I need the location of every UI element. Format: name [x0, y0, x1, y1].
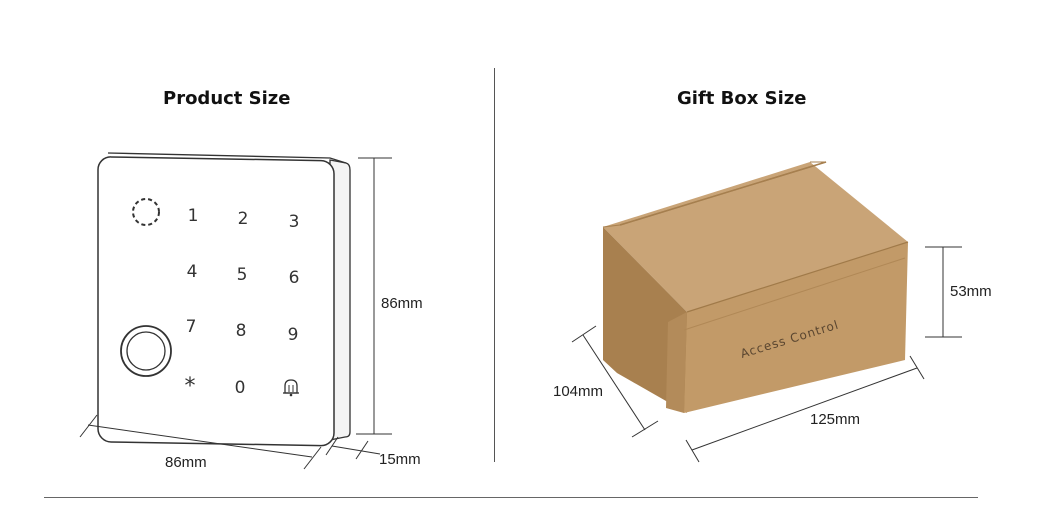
key-2[interactable]: 2 — [238, 209, 249, 229]
keypad-width-label: 86mm — [165, 454, 207, 471]
box-length-label: 125mm — [810, 411, 860, 428]
keypad-dimension-lines — [79, 157, 392, 470]
rfid-icon — [132, 198, 160, 226]
key-1[interactable]: 1 — [188, 206, 199, 226]
key-3[interactable]: 3 — [289, 212, 300, 232]
keypad-device: 1 2 3 4 5 6 7 8 9 * 0 — [97, 152, 351, 447]
fingerprint-sensor-icon — [120, 325, 172, 377]
box-depth-label: 104mm — [553, 383, 603, 400]
doorbell-key-icon[interactable] — [283, 379, 299, 397]
gift-box-image — [602, 161, 909, 413]
product-size-title: Product Size — [163, 88, 291, 109]
key-0[interactable]: 0 — [235, 378, 246, 398]
key-star[interactable]: * — [185, 374, 196, 399]
keypad-height-label: 86mm — [381, 295, 423, 312]
keypad-depth-label: 15mm — [379, 451, 421, 468]
key-4[interactable]: 4 — [187, 262, 198, 282]
box-dimension-lines — [571, 246, 962, 463]
box-height-label: 53mm — [950, 283, 992, 300]
horizontal-divider — [44, 497, 978, 498]
key-9[interactable]: 9 — [288, 325, 299, 345]
vertical-divider — [494, 68, 495, 462]
key-6[interactable]: 6 — [289, 268, 300, 288]
key-7[interactable]: 7 — [186, 317, 197, 337]
key-5[interactable]: 5 — [237, 265, 248, 285]
gift-box-size-title: Gift Box Size — [677, 88, 807, 109]
key-8[interactable]: 8 — [236, 321, 247, 341]
